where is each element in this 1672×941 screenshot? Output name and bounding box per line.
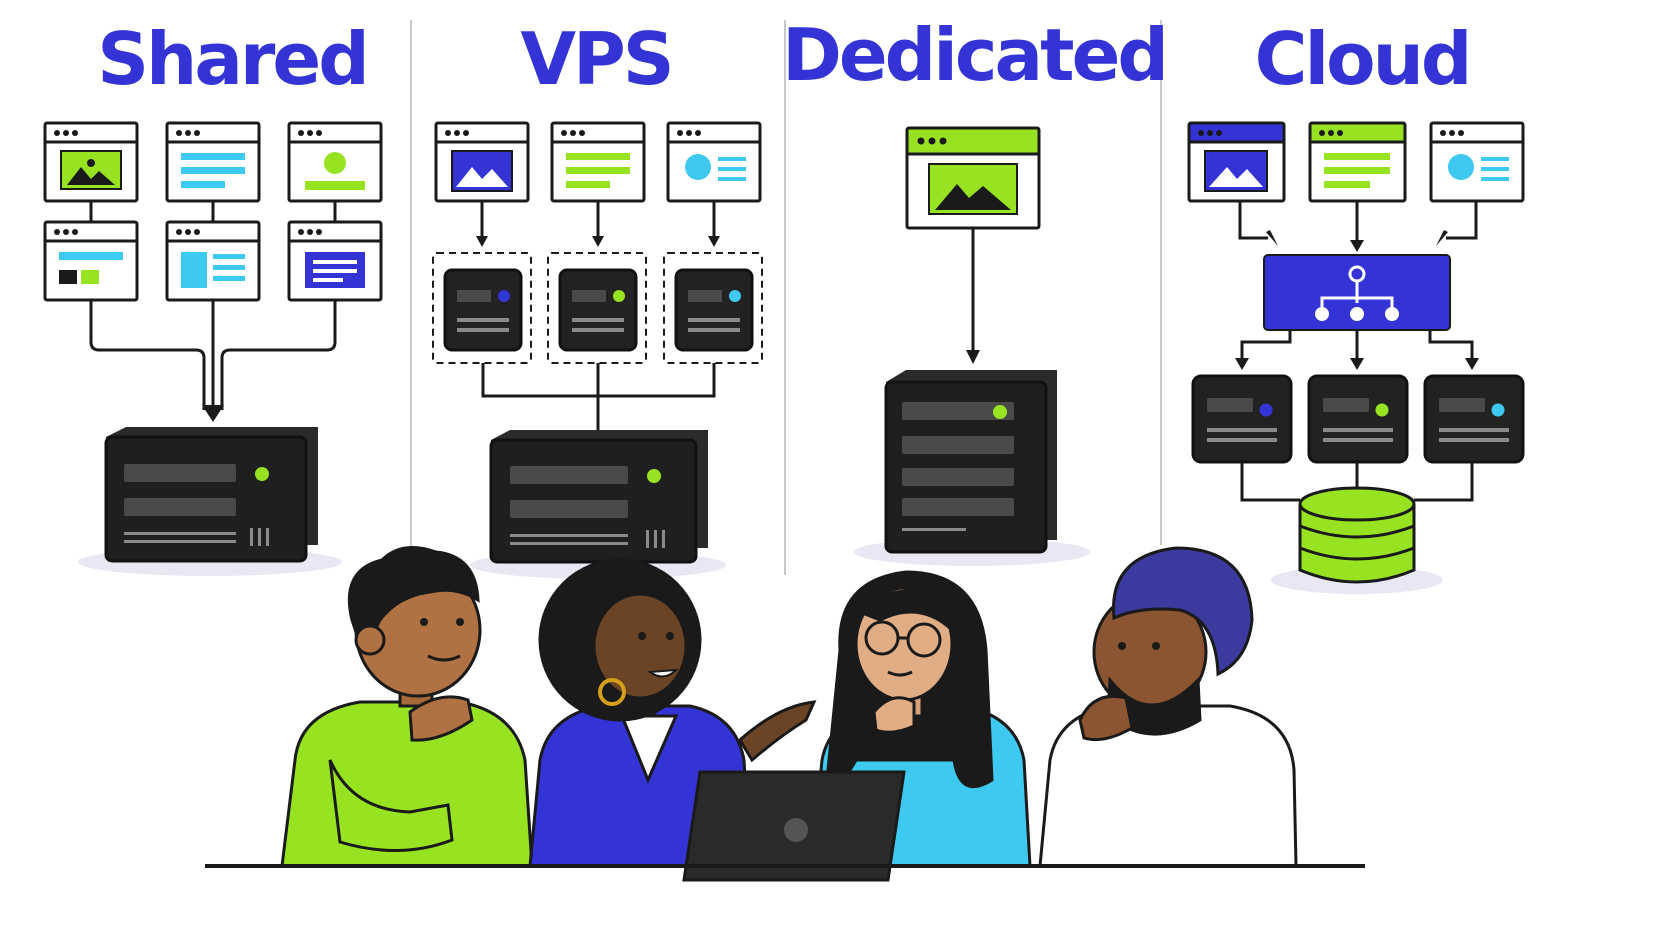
server-icon bbox=[674, 268, 754, 352]
browser-window-icon bbox=[1187, 121, 1286, 203]
server-icon bbox=[1191, 374, 1293, 464]
cloud-column bbox=[1187, 121, 1525, 594]
column-title-shared: Shared bbox=[97, 17, 367, 101]
person-with-turban bbox=[1038, 546, 1298, 868]
person-green-sweater bbox=[280, 546, 534, 868]
column-title-vps: VPS bbox=[520, 17, 671, 101]
vps-column bbox=[432, 121, 763, 579]
column-title-dedicated: Dedicated bbox=[782, 13, 1166, 97]
server-icon bbox=[443, 268, 523, 352]
browser-window-icon bbox=[287, 121, 383, 203]
server-icon bbox=[884, 370, 1057, 554]
shared-column bbox=[43, 121, 383, 576]
browser-window-icon bbox=[165, 121, 261, 203]
browser-window-icon bbox=[666, 121, 762, 203]
network-hierarchy-icon bbox=[1320, 265, 1394, 310]
column-title-cloud: Cloud bbox=[1255, 17, 1470, 101]
load-balancer bbox=[1263, 254, 1451, 331]
browser-window-icon bbox=[905, 126, 1041, 230]
browser-window-icon bbox=[165, 220, 261, 302]
browser-window-icon bbox=[287, 220, 383, 302]
server-icon bbox=[489, 430, 708, 564]
laptop-icon bbox=[682, 770, 906, 882]
server-icon bbox=[104, 427, 318, 563]
server-icon bbox=[558, 268, 638, 352]
browser-window-icon bbox=[1308, 121, 1407, 203]
browser-window-icon bbox=[43, 121, 139, 203]
browser-window-icon bbox=[1429, 121, 1525, 203]
person-with-glasses bbox=[810, 570, 1032, 868]
server-icon bbox=[1423, 374, 1525, 464]
browser-window-icon bbox=[43, 220, 139, 302]
server-icon bbox=[1307, 374, 1409, 464]
dedicated-column bbox=[854, 126, 1090, 566]
database-icon bbox=[1298, 486, 1416, 584]
glasses-icon bbox=[864, 620, 942, 658]
team-illustration bbox=[205, 546, 1365, 882]
browser-window-icon bbox=[550, 121, 646, 203]
browser-window-icon bbox=[434, 121, 530, 203]
